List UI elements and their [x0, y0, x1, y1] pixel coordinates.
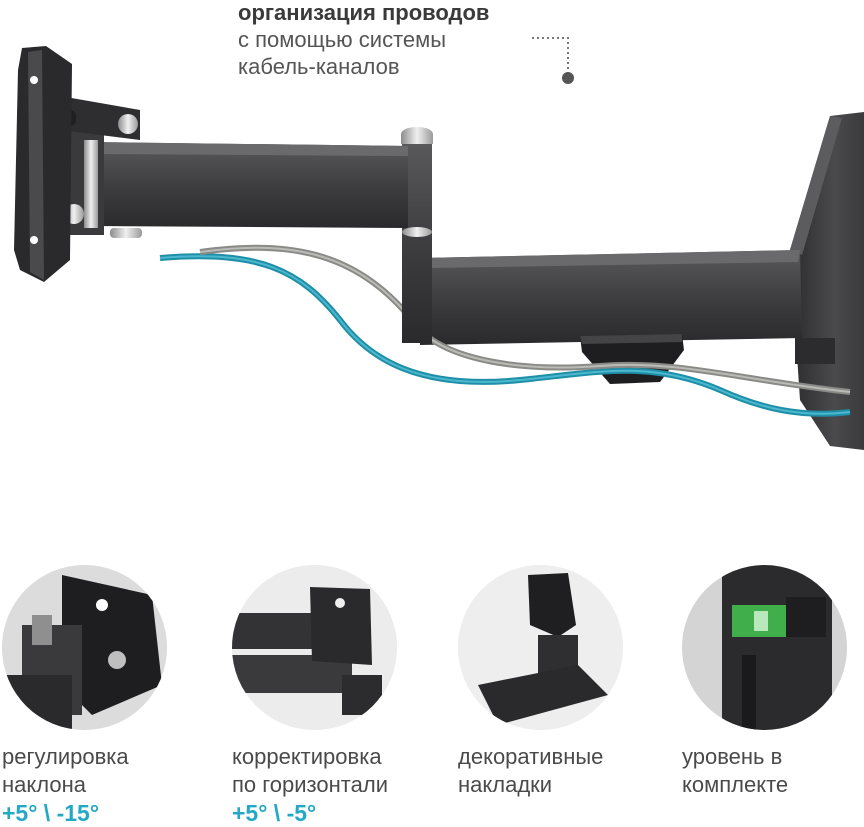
feature-horizontal-line-1: корректировка	[232, 744, 382, 769]
callout-title: организация проводов	[238, 0, 490, 25]
feature-level-line-1: уровень в	[682, 744, 783, 769]
feature-tilt-range: +5° \ -15°	[2, 800, 100, 826]
feature-tilt-line-2: наклона	[2, 772, 86, 797]
cables	[159, 244, 851, 417]
vesa-plate	[14, 46, 72, 282]
feature-level-line-2: комплекте	[682, 772, 789, 797]
feature-tilt-line-1: регулировка	[2, 744, 129, 769]
callout-leader	[532, 37, 574, 84]
horizontal-detail-photo	[232, 565, 397, 730]
covers-detail-photo	[458, 565, 623, 730]
wall-mount-illustration	[14, 37, 864, 450]
callout-line-2: с помощью системы	[238, 27, 447, 52]
feature-covers-caption: декоративные накладки	[458, 743, 673, 799]
arm-segment-short	[92, 142, 408, 228]
level-detail-photo	[682, 565, 847, 730]
cable-management-callout: организация проводов с помощью системы к…	[238, 0, 489, 80]
feature-covers-line-1: декоративные	[458, 744, 604, 769]
callout-line-3: кабель-каналов	[238, 54, 400, 79]
feature-covers-line-2: накладки	[458, 772, 553, 797]
feature-horizontal-range: +5° \ -5°	[232, 800, 317, 826]
feature-horizontal-line-2: по горизонтали	[232, 772, 388, 797]
feature-horizontal-caption: корректировка по горизонтали +5° \ -5°	[232, 743, 447, 827]
wall-plate	[790, 112, 864, 450]
feature-level-caption: уровень в комплекте	[682, 743, 864, 799]
feature-tilt-caption: регулировка наклона +5° \ -15°	[2, 743, 217, 827]
tilt-detail-photo	[2, 565, 167, 730]
arm-segment-long	[420, 250, 802, 345]
